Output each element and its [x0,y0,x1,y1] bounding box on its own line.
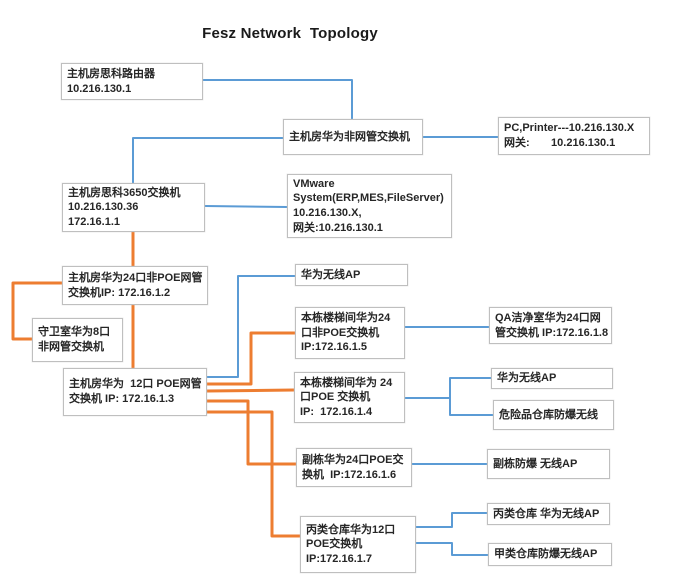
node-text-line: 10.216.130.X, [293,207,362,219]
node-text-line: QA洁净室华为24口网 [495,311,601,324]
node-text-line: 副栋华为24口POE交 [302,453,404,466]
node-text-line: 主机房思科3650交换机 [68,186,181,199]
edge-stairwell-huawei-24port-poe-switch--huawei-wireless-ap-2 [405,377,491,399]
node-text-line: 管交换机 IP:172.16.1.8 [495,326,609,339]
node-main-room-huawei-unmanaged-switch: 主机房华为非网管交换机 [283,119,423,155]
node-classa-warehouse-explosionproof-wireless-ap: 甲类仓库防爆无线AP [488,543,612,566]
node-text-line: 交换机IP: 172.16.1.2 [68,286,171,299]
edge-main-room-huawei-12port-poe-switch--huawei-wireless-ap-1 [207,275,295,378]
node-text-line: System(ERP,MES,FileServer) [293,192,444,205]
node-classc-warehouse-huawei-wireless-ap: 丙类仓库 华为无线AP [487,503,610,525]
edge-stairwell-huawei-24port-poe-switch--hazmat-warehouse-explosionproof-wireless [449,396,493,416]
node-text-line: PC,Printer---10.216.130.X [504,122,635,135]
node-text-line: 10.216.130.36 [68,201,139,214]
node-text-line: 主机房华为 12口 POE网管 [69,378,202,391]
node-text-line: 本栋楼梯间华为 24 [300,376,393,389]
node-main-room-huawei-24port-nonpoe-switch: 主机房华为24口非POE网管交换机IP: 172.16.1.2 [62,266,208,305]
edge-main-room-cisco-router--main-room-huawei-unmanaged-switch [203,79,353,119]
node-annex-explosionproof-wireless-ap: 副栋防爆 无线AP [487,449,610,479]
edge-main-room-huawei-12port-poe-switch--annex-huawei-24port-poe-switch [207,399,296,466]
node-text-line: 华为无线AP [301,268,361,281]
edge-classc-warehouse-huawei-12port-poe-switch--classa-warehouse-explosionproof-wireless-ap [416,542,488,556]
edge-main-room-huawei-24port-nonpoe-switch--guard-room-huawei-8port-switch [11,281,62,341]
node-text-line: 危险品仓库防爆无线 [499,408,598,421]
edge-main-room-huawei-12port-poe-switch--stairwell-huawei-24port-nonpoe-switch [207,331,295,386]
node-text-line: IP:172.16.1.5 [301,341,368,354]
node-huawei-wireless-ap-1: 华为无线AP [295,264,408,286]
node-pc-printer: PC,Printer---10.216.130.X 网关: 10.216.130.… [498,117,650,155]
node-guard-room-huawei-8port-switch: 守卫室华为8口非网管交换机 [32,318,123,362]
node-text-line: 主机房思科路由器 [67,67,155,80]
node-text-line: IP: 172.16.1.4 [300,405,373,418]
node-main-room-cisco-router: 主机房思科路由器 10.216.130.1 [61,63,203,100]
node-text-line: 丙类仓库华为12口 [306,523,396,536]
node-text-line: 10.216.130.1 [67,82,132,95]
diagram-title: Fesz Network Topology [202,25,378,42]
node-text-line: 华为无线AP [497,372,557,385]
node-text-line: POE交换机 [306,538,363,551]
node-text-line: 换机 IP:172.16.1.6 [302,468,397,481]
node-hazmat-warehouse-explosionproof-wireless: 危险品仓库防爆无线 [493,400,614,430]
node-text-line: 172.16.1.1 [68,215,120,228]
node-qa-cleanroom-huawei-24port-switch: QA洁净室华为24口网管交换机 IP:172.16.1.8 [489,307,612,344]
node-text-line: 口非POE交换机 [301,326,380,339]
node-text-line: IP:172.16.1.7 [306,552,373,565]
node-huawei-wireless-ap-2: 华为无线AP [491,368,613,389]
edge-main-room-huawei-12port-poe-switch--stairwell-huawei-24port-poe-switch [206,388,295,393]
edge-classc-warehouse-huawei-12port-poe-switch--classc-warehouse-huawei-wireless-ap [416,512,487,528]
edge-main-room-cisco-3650-switch--vmware-system [204,205,288,208]
node-text-line: 网关:10.216.130.1 [293,221,383,234]
node-text-line: VMware [293,177,335,190]
node-text-line: 非网管交换机 [38,341,104,353]
node-text-line: 丙类仓库 华为无线AP [493,507,600,520]
edge-main-room-huawei-12port-poe-switch--classc-warehouse-huawei-12port-poe-switch [207,410,300,538]
node-text-line: 副栋防爆 无线AP [493,457,578,470]
node-text-line: 主机房华为非网管交换机 [289,130,410,143]
node-main-room-huawei-12port-poe-switch: 主机房华为 12口 POE网管交换机 IP: 172.16.1.3 [63,368,207,416]
node-text-line: 甲类仓库防爆无线AP [494,548,598,561]
node-text-line: 主机房华为24口非POE网管 [68,271,203,284]
node-text-line: 守卫室华为8口 [38,326,111,339]
node-text-line: 交换机 IP: 172.16.1.3 [69,393,175,405]
edge-main-room-huawei-unmanaged-switch--main-room-cisco-3650-switch [132,137,283,183]
node-text-line: 网关: 10.216.130.1 [504,137,616,149]
node-annex-huawei-24port-poe-switch: 副栋华为24口POE交换机 IP:172.16.1.6 [296,448,412,487]
node-text-line: 本栋楼梯间华为24 [301,312,391,325]
node-text-line: 口POE 交换机 [300,391,371,404]
